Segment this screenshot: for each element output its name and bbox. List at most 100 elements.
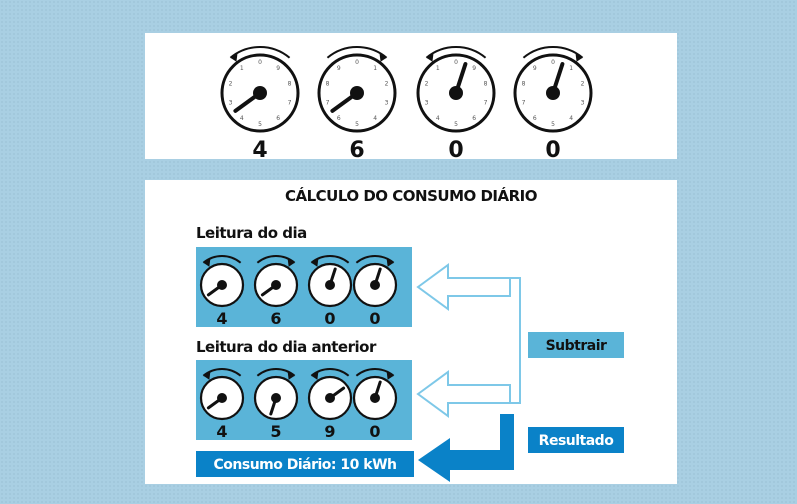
dial-tick: 8 — [326, 80, 330, 87]
dial-digit: 4 — [252, 138, 267, 163]
rotation-arrowhead-icon — [287, 258, 295, 267]
dial-tick: 3 — [385, 100, 389, 107]
dial-digit: 6 — [270, 309, 281, 328]
dial-tick: 8 — [484, 80, 488, 87]
meter-dial: 0 — [352, 368, 398, 441]
dial-tick: 2 — [229, 80, 233, 87]
rotation-arc — [229, 46, 291, 59]
dial-tick: 9 — [276, 65, 280, 72]
dial-hub — [449, 86, 463, 100]
dial-tick: 4 — [436, 115, 440, 122]
rotation-arrowhead-icon — [386, 371, 394, 380]
daily-consumption-box — [196, 451, 414, 477]
rotation-arc — [310, 255, 350, 264]
result-arrow — [418, 414, 514, 482]
meter-dial: 0 — [352, 255, 398, 328]
subtract-connector — [510, 277, 521, 404]
dial-hub — [253, 86, 267, 100]
dial-tick: 5 — [454, 121, 458, 128]
meter-dial: 5 — [253, 368, 299, 441]
dial-tick: 0 — [454, 59, 458, 66]
rotation-arc — [256, 368, 296, 377]
dial-tick: 4 — [569, 115, 573, 122]
dial-tick: 9 — [533, 65, 537, 72]
dial-tick: 0 — [355, 59, 359, 66]
dial-hub — [217, 393, 227, 403]
dial-tick: 5 — [258, 121, 262, 128]
dial-hub — [350, 86, 364, 100]
result-box — [528, 427, 624, 453]
dial-hub — [271, 393, 281, 403]
dial-digit: 5 — [270, 422, 281, 441]
dial-tick: 6 — [337, 115, 341, 122]
dial-tick: 0 — [551, 59, 555, 66]
dial-digit: 6 — [349, 138, 364, 163]
dial-tick: 6 — [276, 115, 280, 122]
rotation-arrowhead-icon — [230, 53, 238, 62]
dial-tick: 8 — [522, 80, 526, 87]
result-label: Resultado — [539, 433, 615, 449]
dial-tick: 7 — [484, 100, 488, 107]
dial-hub — [546, 86, 560, 100]
rotation-arc — [310, 368, 350, 377]
dial-tick: 6 — [472, 115, 476, 122]
dial-tick: 9 — [337, 65, 341, 72]
meter-dial: 4 — [199, 368, 245, 441]
dial-digit: 0 — [545, 138, 560, 163]
rotation-arc — [256, 255, 296, 264]
subtract-label: Subtrair — [546, 338, 607, 354]
dial-digit: 4 — [216, 309, 227, 328]
dial-tick: 2 — [581, 80, 585, 87]
subtract-arrow-upper — [416, 263, 511, 311]
daily-consumption-text: Consumo Diário: 10 kWh — [214, 457, 397, 473]
meter-dial: 0 — [307, 255, 353, 328]
dial-hub — [217, 280, 227, 290]
dial-tick: 5 — [551, 121, 555, 128]
rotation-arrowhead-icon — [311, 258, 319, 267]
subtract-arrows — [416, 263, 521, 418]
rotation-arrowhead-icon — [379, 53, 387, 62]
rotation-arc — [326, 46, 388, 59]
rotation-arrowhead-icon — [311, 371, 319, 380]
rotation-arrowhead-icon — [386, 258, 394, 267]
dial-hub — [271, 280, 281, 290]
dial-digit: 0 — [369, 422, 380, 441]
dial-hub — [325, 393, 335, 403]
rotation-arrowhead-icon — [287, 371, 295, 380]
today-meter-dials: 4 6 0 0 — [199, 255, 398, 328]
dial-digit: 0 — [324, 309, 335, 328]
meter-dials: 0987654321401234567896098765432100123456… — [220, 46, 593, 163]
dial-tick: 7 — [326, 100, 330, 107]
dial-hub — [325, 280, 335, 290]
dial-tick: 2 — [385, 80, 389, 87]
dial-tick: 1 — [240, 65, 244, 72]
rotation-arc — [202, 368, 242, 377]
previous-reading-label: Leitura do dia anterior — [196, 338, 377, 356]
dial-tick: 4 — [240, 115, 244, 122]
dial-tick: 3 — [229, 100, 233, 107]
dial-tick: 5 — [355, 121, 359, 128]
dial-tick: 3 — [425, 100, 429, 107]
meter-dial: 6 — [253, 255, 299, 328]
rotation-arrowhead-icon — [203, 371, 211, 380]
dial-digit: 0 — [448, 138, 463, 163]
dial-tick: 0 — [258, 59, 262, 66]
today-reading-label: Leitura do dia — [196, 224, 307, 242]
dial-tick: 3 — [581, 100, 585, 107]
rotation-arc — [355, 368, 395, 377]
previous-meter-dials: 4 5 9 0 — [199, 368, 398, 441]
subtract-box — [528, 332, 624, 358]
dial-digit: 9 — [324, 422, 335, 441]
dial-hub — [370, 280, 380, 290]
dial-tick: 7 — [522, 100, 526, 107]
calculation-title: CÁLCULO DO CONSUMO DIÁRIO — [285, 186, 537, 205]
rotation-arc — [355, 255, 395, 264]
rotation-arc — [522, 46, 584, 59]
dial-tick: 8 — [288, 80, 292, 87]
meter-dial: 9 — [307, 368, 353, 441]
dial-digit: 0 — [369, 309, 380, 328]
rotation-arc — [202, 255, 242, 264]
